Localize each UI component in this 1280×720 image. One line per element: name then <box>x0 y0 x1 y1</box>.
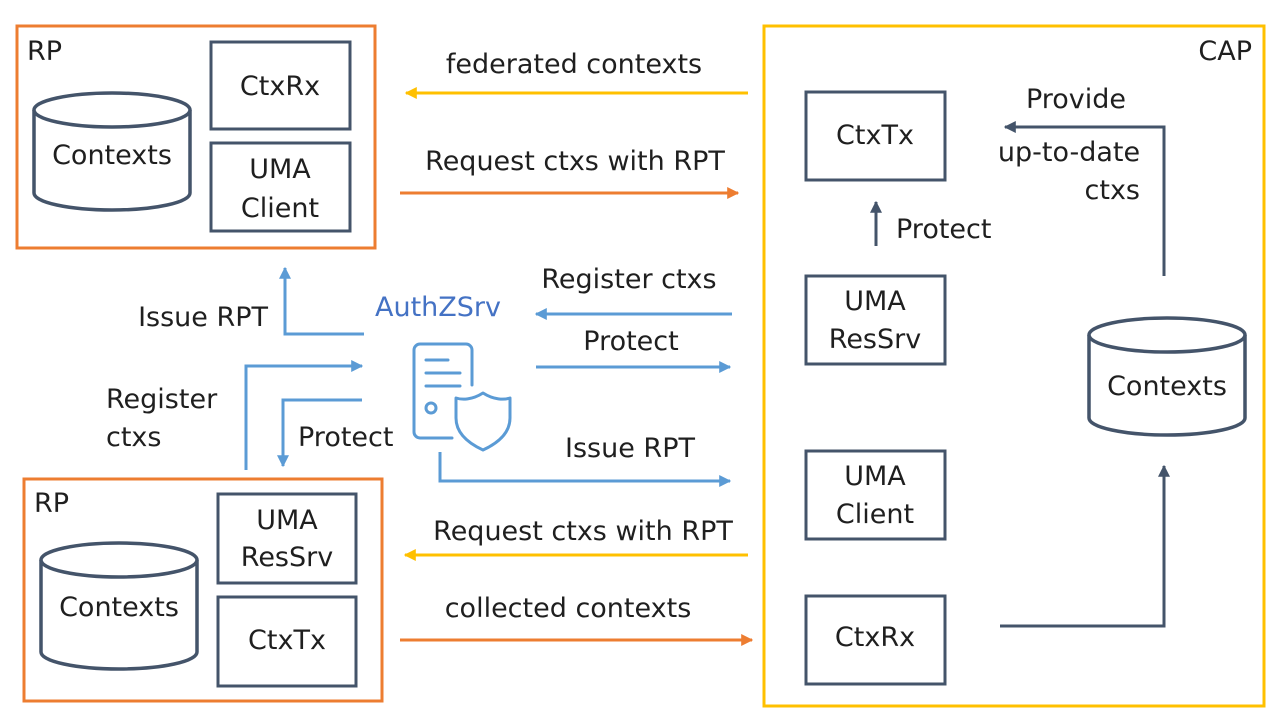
cap-provide-label-3: ctxs <box>1085 175 1140 206</box>
cap-contexts-label: Contexts <box>1107 371 1227 402</box>
cap-provide-arrow <box>1003 121 1166 276</box>
rp-bottom-ctxtx-label: CtxTx <box>248 625 326 656</box>
rp-top-contexts-label: Contexts <box>52 140 172 171</box>
rp-bottom-uma-ressrv-label-1: UMA <box>256 505 318 536</box>
cap-provide-label-1: Provide <box>1026 84 1126 115</box>
rp-top-ctxrx-box <box>209 40 352 131</box>
rp-bottom-uma-ressrv-box <box>216 492 358 585</box>
issue-rpt-right-arrow <box>438 452 732 487</box>
register-ctxs-left-arrow <box>244 360 364 470</box>
cap-uma-ressrv-label-1: UMA <box>844 286 906 317</box>
cap-uma-client-label-1: UMA <box>844 461 906 492</box>
issue-rpt-left-label: Issue RPT <box>138 302 268 333</box>
rp-bottom-group: RP Contexts UMA ResSrv CtxTx <box>22 477 384 703</box>
cap-uma-client-box <box>804 449 947 541</box>
cap-label: CAP <box>1198 36 1252 67</box>
cap-ctxtx-box <box>804 90 947 182</box>
protect-left-arrow <box>277 398 362 468</box>
cap-ctxrx-label: CtxRx <box>835 622 915 653</box>
cap-uma-client-label-2: Client <box>836 499 914 530</box>
issue-rpt-left-arrow <box>279 266 364 336</box>
protect-left-label: Protect <box>298 422 393 453</box>
register-ctxs-left-label-2: ctxs <box>106 422 161 453</box>
protect-right-label: Protect <box>583 326 678 357</box>
request-ctxs-bottom-label: Request ctxs with RPT <box>433 516 733 547</box>
rp-top-group: RP Contexts CtxRx UMA Client <box>15 24 377 250</box>
register-ctxs-right-label: Register ctxs <box>541 264 716 295</box>
cap-uma-ressrv-label-2: ResSrv <box>829 324 921 355</box>
register-ctxs-left-label-1: Register <box>106 384 218 415</box>
issue-rpt-right-label: Issue RPT <box>565 433 695 464</box>
rp-top-contexts-database: Contexts <box>32 91 192 212</box>
rp-bottom-frame <box>22 477 384 703</box>
rp-top-label: RP <box>27 36 62 67</box>
rp-top-frame <box>15 24 377 250</box>
collected-contexts-label: collected contexts <box>445 593 692 624</box>
rp-bottom-ctxtx-box <box>216 595 358 688</box>
cap-protect-label: Protect <box>896 214 991 245</box>
cap-ctxrx-box <box>804 594 947 686</box>
rp-top-uma-client-label-1: UMA <box>249 154 311 185</box>
authzsrv-group: AuthZSrv <box>375 292 512 452</box>
rp-top-uma-client-box <box>209 141 352 233</box>
certificate-shield-icon <box>412 342 512 452</box>
authzsrv-label: AuthZSrv <box>375 292 501 323</box>
rp-bottom-label: RP <box>34 488 69 519</box>
rp-bottom-contexts-database: Contexts <box>39 541 199 671</box>
rp-top-uma-client-label-2: Client <box>241 193 319 224</box>
federated-contexts-label: federated contexts <box>446 49 702 80</box>
cap-group: CAP CtxTx Protect UMA ResSrv UMA Client … <box>762 24 1266 708</box>
cap-provide-label-2: up-to-date <box>998 137 1140 168</box>
request-ctxs-top-label: Request ctxs with RPT <box>425 146 725 177</box>
rp-bottom-contexts-label: Contexts <box>59 592 179 623</box>
cap-contexts-database: Contexts <box>1087 316 1247 437</box>
cap-frame <box>762 24 1266 708</box>
cap-ctxrx-to-contexts-arrow <box>1000 464 1170 628</box>
cap-ctxtx-label: CtxTx <box>836 120 914 151</box>
rp-bottom-uma-ressrv-label-2: ResSrv <box>241 542 333 573</box>
rp-top-ctxrx-label: CtxRx <box>240 71 320 102</box>
cap-uma-ressrv-box <box>804 274 947 366</box>
